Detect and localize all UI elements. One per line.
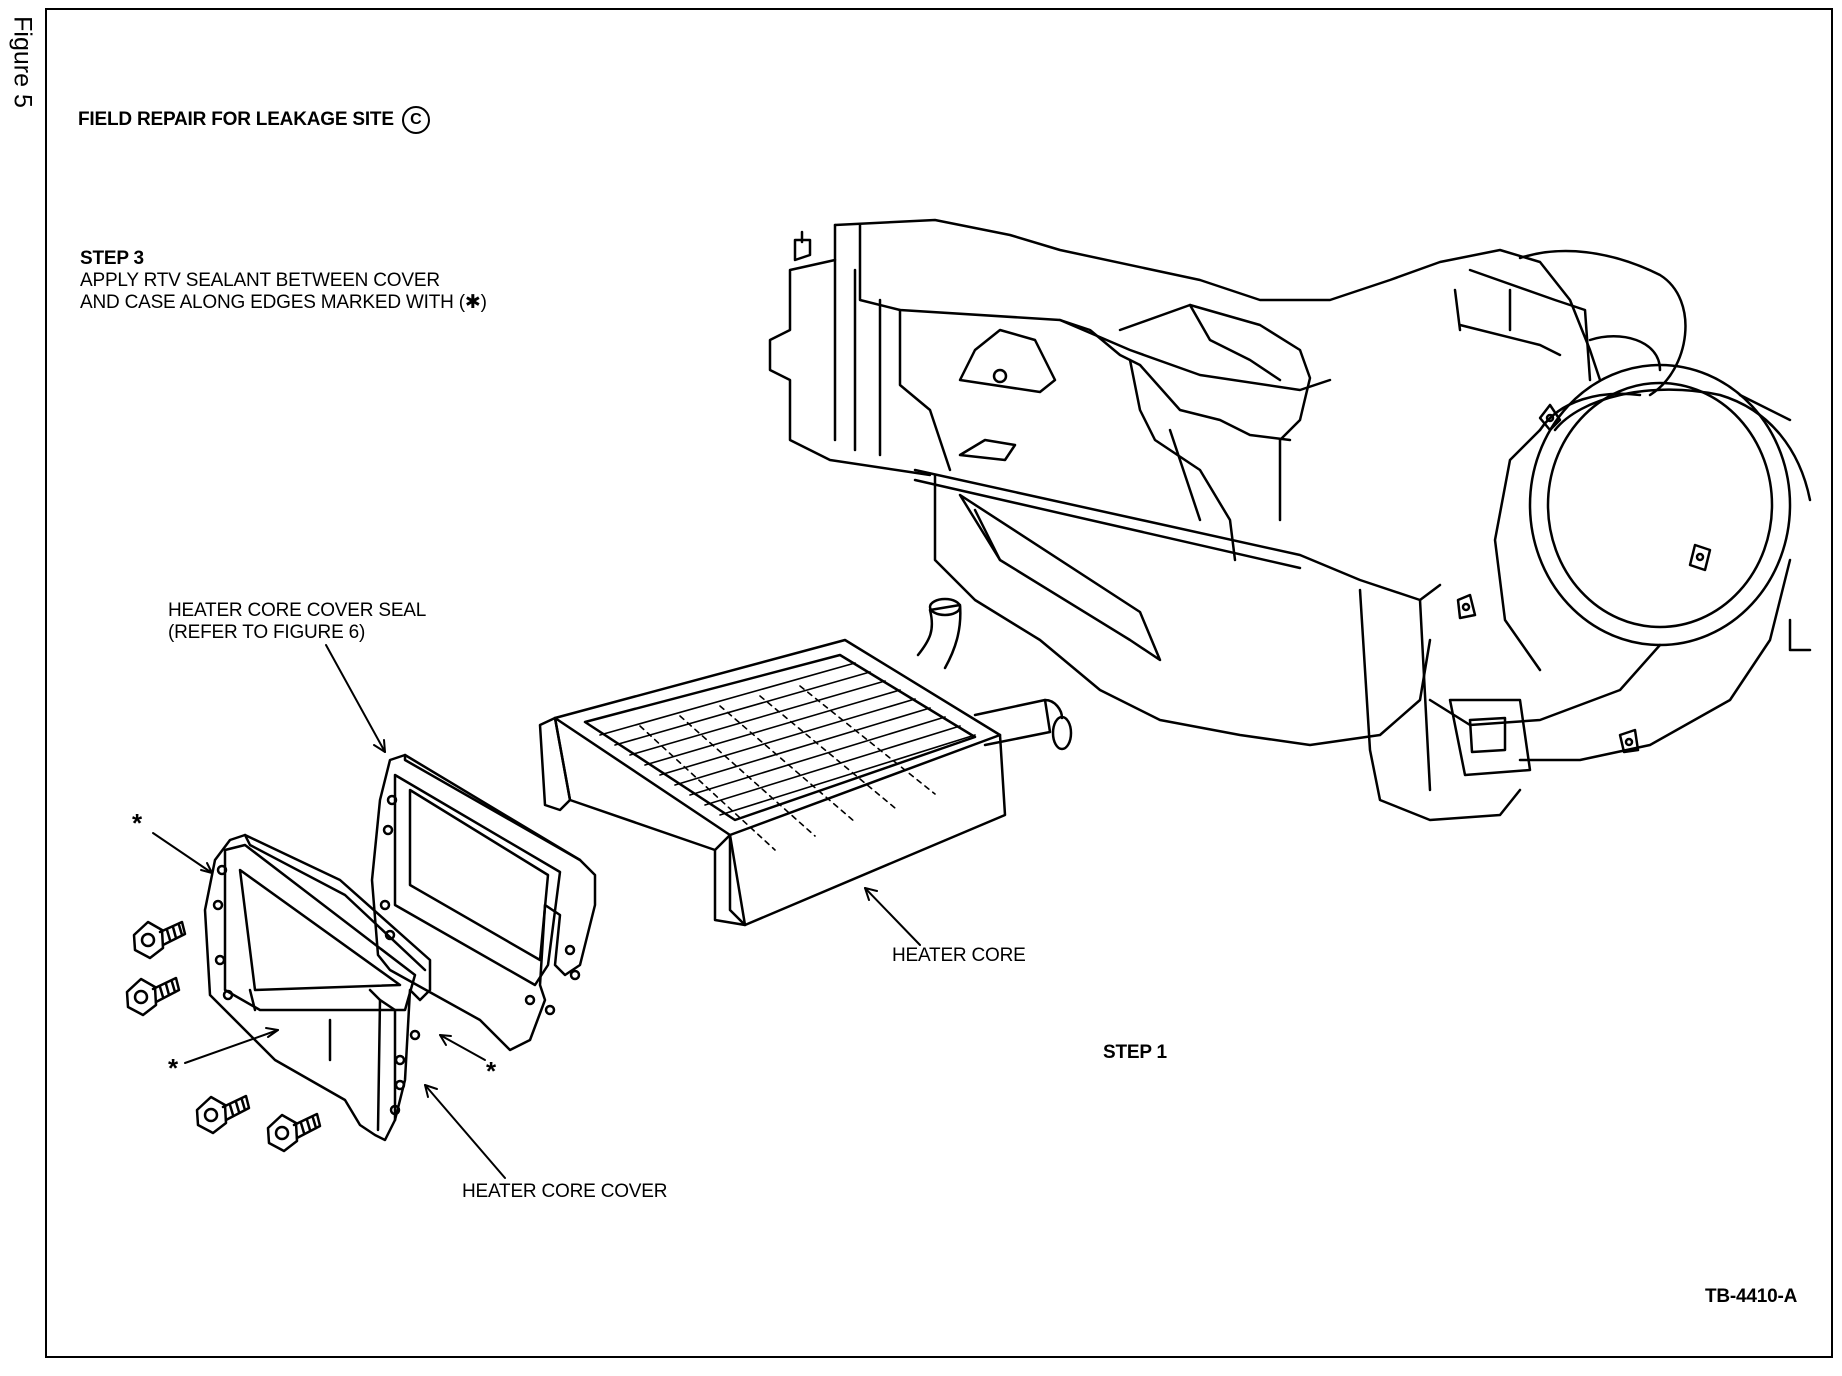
heater-core-label: HEATER CORE — [892, 945, 1026, 966]
step1-label: STEP 1 — [1103, 1042, 1167, 1063]
seal-label-line2: (REFER TO FIGURE 6) — [168, 622, 366, 643]
figure-frame — [45, 8, 1833, 1358]
ring-mounting-tab-icon — [1688, 543, 1712, 572]
heater-core — [538, 597, 1073, 927]
seal-label-line1: HEATER CORE COVER SEAL — [168, 600, 427, 621]
drawing-number: TB-4410-A — [1705, 1286, 1798, 1307]
screw-icon — [195, 1094, 251, 1135]
ring-mounting-tab-icon — [1456, 593, 1477, 620]
ring-mounting-tab-icon — [1538, 403, 1562, 432]
sealant-marker-asterisk: * — [168, 1053, 179, 1083]
sealant-marker-asterisk: * — [132, 808, 143, 838]
ring-mounting-tab-icon — [1618, 728, 1640, 754]
figure-title: FIELD REPAIR FOR LEAKAGE SITE C — [78, 106, 430, 134]
step3-instruction-line2: AND CASE ALONG EDGES MARKED WITH (✱) — [80, 292, 487, 313]
heater-core-cover — [203, 833, 432, 1142]
screw-icon — [125, 976, 181, 1017]
sealant-marker-asterisk: * — [486, 1056, 497, 1086]
heater-core-cover-label: HEATER CORE COVER — [462, 1181, 668, 1202]
screw-icon — [266, 1112, 322, 1153]
heater-core-cover-seal — [370, 753, 597, 1052]
leakage-site-badge: C — [401, 106, 430, 134]
step3-heading: STEP 3 — [80, 248, 144, 269]
heater-case-assembly — [768, 218, 1812, 822]
figure-title-text: FIELD REPAIR FOR LEAKAGE SITE — [78, 109, 394, 131]
step3-instruction-line1: APPLY RTV SEALANT BETWEEN COVER — [80, 270, 440, 291]
screw-icon — [132, 920, 187, 960]
leader-line — [152, 644, 921, 1179]
